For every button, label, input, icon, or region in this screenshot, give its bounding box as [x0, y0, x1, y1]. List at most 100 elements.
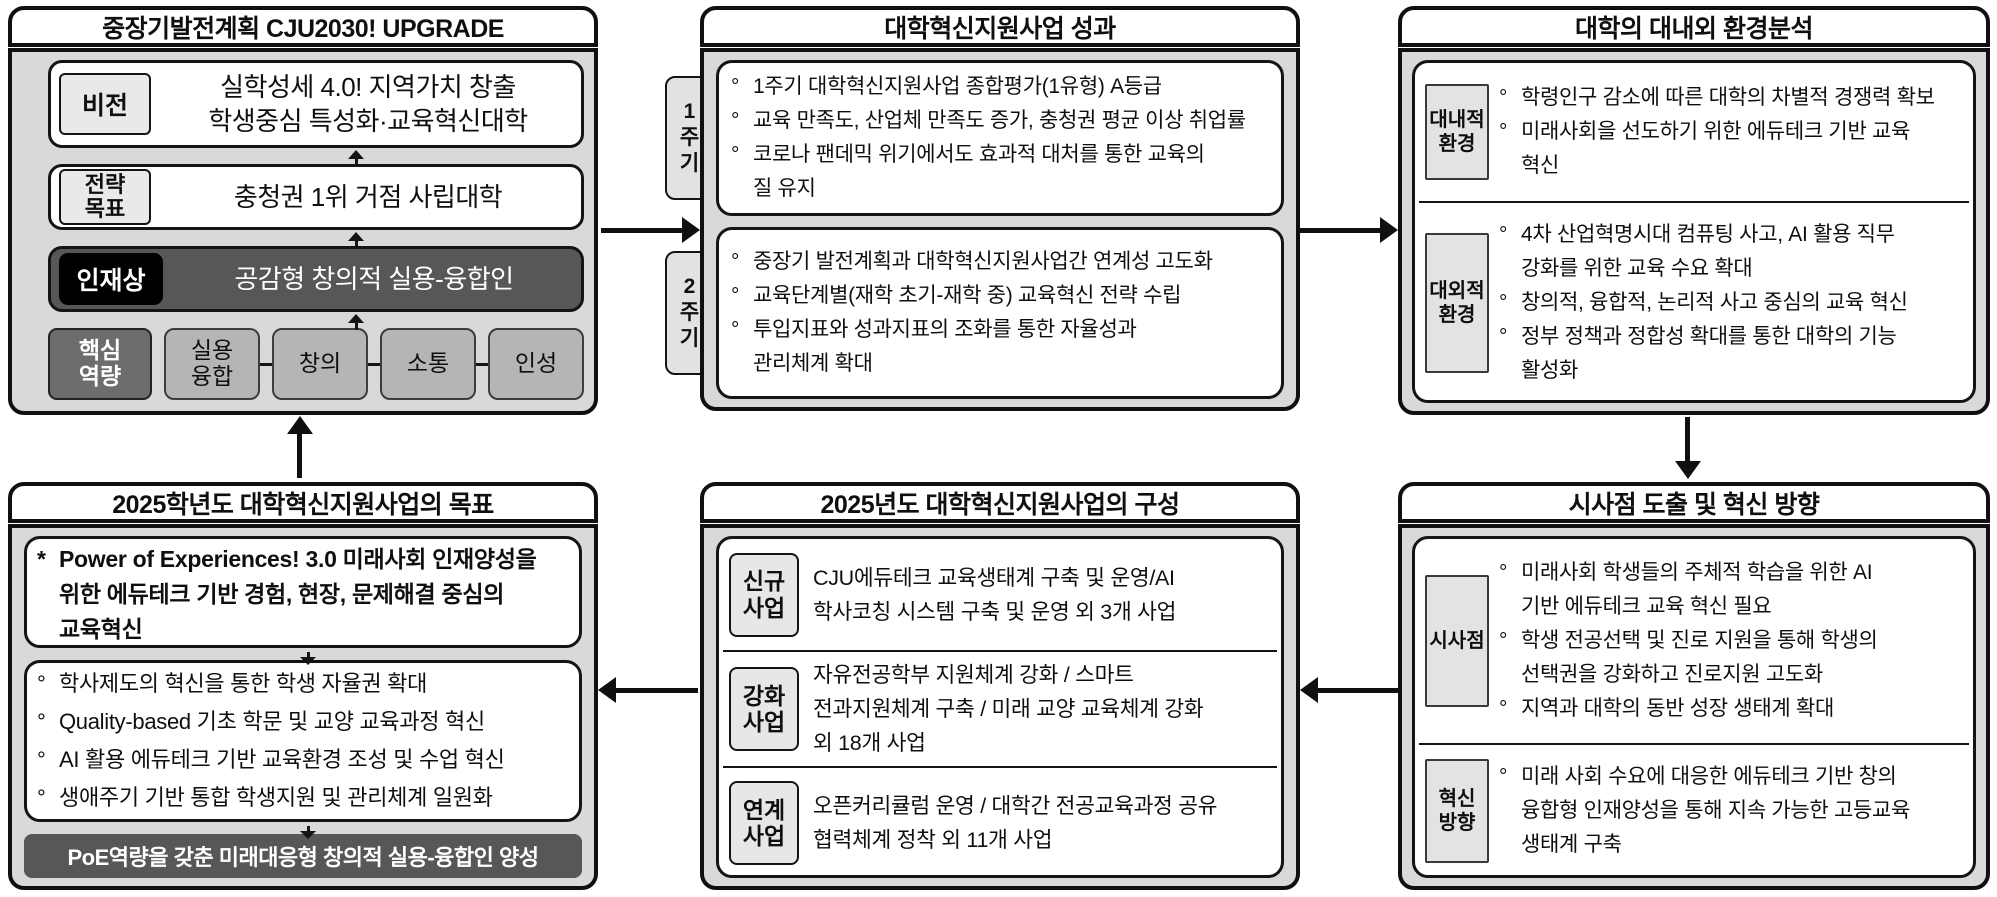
implications-box-body: 시사점 °미래사회 학생들의 주체적 학습을 위한 AI 기반 에듀테크 교육 … [1398, 524, 1990, 890]
strategic-goal-row: 전략 목표 충청권 1위 거점 사립대학 [48, 164, 584, 230]
linked-projects-text: 오픈커리큘럼 운영 / 대학간 전공교육과정 공유 협력체계 정착 외 11개 … [813, 794, 1218, 852]
bullet-marker: ° [1499, 223, 1508, 246]
vision-label: 비전 [59, 73, 151, 135]
bullet-marker: ° [731, 75, 740, 98]
list-item-text: 생애주기 기반 통합 학생지원 및 관리체계 일원화 [59, 785, 493, 810]
list-item-text: 교육 만족도, 산업체 만족도 증가, 충청권 평균 이상 취업률 [753, 109, 1246, 132]
list-item: °중장기 발전계획과 대학혁신지원사업간 연계성 고도화 [731, 245, 1269, 279]
plan-box-title: 중장기발전계획 CJU2030! UPGRADE [8, 6, 598, 47]
up-arrow-small-icon [348, 150, 364, 166]
competency-item: 창의 [272, 328, 368, 400]
goals-box-body: * Power of Experiences! 3.0 미래사회 인재양성을 위… [8, 524, 598, 890]
outcome-banner: PoE역량을 갖춘 미래대응형 창의적 실용-융합인 양성 [24, 834, 582, 878]
bullet-marker: ° [731, 143, 740, 166]
list-item-text: 투입지표와 성과지표의 조화를 통한 자율성과 관리체계 확대 [753, 318, 1137, 375]
implications-list: ° 미래사회 학생들의 주체적 학습을 위한 AI 기반 에듀테크 교육 혁신 필… [1499, 556, 1965, 726]
bullet-marker: ° [731, 109, 740, 132]
section-divider [723, 766, 1277, 768]
list-item-text: 학령인구 감소에 따른 대학의 차별적 경쟁력 확보 [1521, 86, 1935, 109]
list-item: ° 4차 산업혁명시대 컴퓨팅 사고, AI 활용 직무 강화를 위한 교육 수요… [1499, 218, 1965, 286]
list-item-text: 1주기 대학혁신지원사업 종합평가(1유형) A등급 [753, 75, 1162, 98]
cycle-1-section: ° 1주기 대학혁신지원사업 종합평가(1유형) A등급 ° 교육 만족도, 산업체… [716, 60, 1284, 216]
section-divider [723, 650, 1277, 652]
down-arrow-small-icon [300, 652, 316, 665]
list-item-text: 학사제도의 혁신을 통한 학생 자율권 확대 [59, 671, 428, 696]
linked-projects-section: 연계 사업 오픈커리큘럼 운영 / 대학간 전공교육과정 공유 협력체계 정착 … [719, 768, 1281, 878]
list-item-text: 교육단계별(재학 초기-재학 중) 교육혁신 전략 수립 [753, 284, 1182, 307]
composition-box-body: 신규 사업 CJU에듀테크 교육생태계 구축 및 운영/AI 학사코칭 시스템 … [700, 524, 1300, 890]
vision-row: 비전 실학성세 4.0! 지역가치 창출 학생중심 특성화·교육혁신대학 [48, 60, 584, 148]
strategic-goal-text: 충청권 1위 거점 사립대학 [233, 182, 503, 212]
bullet-marker: ° [37, 747, 46, 772]
bullet-marker: ° [37, 709, 46, 734]
environment-panel: 대내적 환경 ° 학령인구 감소에 따른 대학의 차별적 경쟁력 확보 ° 미래사회… [1412, 60, 1976, 403]
list-item-text: 창의적, 융합적, 논리적 사고 중심의 교육 혁신 [1521, 291, 1908, 314]
list-item: ° 미래사회 학생들의 주체적 학습을 위한 AI 기반 에듀테크 교육 혁신 필… [1499, 556, 1965, 624]
performance-box-body: ° 1주기 대학혁신지원사업 종합평가(1유형) A등급 ° 교육 만족도, 산업체… [700, 48, 1300, 411]
goals-box-title: 2025학년도 대학혁신지원사업의 목표 [8, 482, 598, 523]
list-item: °학사제도의 혁신을 통한 학생 자율권 확대 [37, 665, 569, 703]
environment-box-title: 대학의 대내외 환경분석 [1398, 6, 1990, 47]
list-item: ° 학령인구 감소에 따른 대학의 차별적 경쟁력 확보 [1499, 81, 1965, 115]
list-item: °투입지표와 성과지표의 조화를 통한 자율성과 관리체계 확대 [731, 313, 1269, 381]
bullet-marker: ° [1499, 120, 1508, 143]
talent-label: 인재상 [59, 253, 163, 305]
internal-environment-section: 대내적 환경 ° 학령인구 감소에 따른 대학의 차별적 경쟁력 확보 ° 미래사회… [1415, 63, 1973, 201]
list-item-text: AI 활용 에듀테크 기반 교육환경 조성 및 수업 혁신 [59, 747, 505, 772]
external-environment-label: 대외적 환경 [1425, 233, 1489, 373]
vision-text: 실학성세 4.0! 지역가치 창출 학생중심 특성화·교육혁신대학 [208, 72, 528, 136]
list-item-text: 정부 정책과 정합성 확대를 통한 대학의 기능 활성화 [1521, 325, 1897, 382]
down-arrow-small-icon [300, 826, 316, 839]
new-projects-section: 신규 사업 CJU에듀테크 교육생태계 구축 및 운영/AI 학사코칭 시스템 … [719, 539, 1281, 650]
internal-environment-list: ° 학령인구 감소에 따른 대학의 차별적 경쟁력 확보 ° 미래사회을 선도하기 … [1499, 81, 1965, 183]
star-marker: * [37, 546, 46, 572]
bullet-marker: ° [731, 250, 740, 273]
innovation-direction-list: °미래 사회 수요에 대응한 에듀테크 기반 창의 융합형 인재양성을 통해 지… [1499, 760, 1965, 862]
strengthened-projects-text: 자유전공학부 지원체계 강화 / 스마트 전과지원체계 구축 / 미래 교양 교… [813, 663, 1204, 755]
competency-item: 실용 융합 [164, 328, 260, 400]
environment-box-body: 대내적 환경 ° 학령인구 감소에 따른 대학의 차별적 경쟁력 확보 ° 미래사회… [1398, 48, 1990, 415]
list-item-text: 4차 산업혁명시대 컴퓨팅 사고, AI 활용 직무 강화를 위한 교육 수요 … [1521, 223, 1895, 280]
external-environment-section: 대외적 환경 ° 4차 산업혁명시대 컴퓨팅 사고, AI 활용 직무 강화를 위… [1415, 203, 1973, 403]
new-projects-label: 신규 사업 [729, 552, 799, 637]
list-item: ° 미래사회을 선도하기 위한 에듀테크 기반 교육 혁신 [1499, 115, 1965, 183]
linked-projects-label: 연계 사업 [729, 781, 799, 865]
goal-statement-text: Power of Experiences! 3.0 미래사회 인재양성을 위한 … [59, 546, 537, 642]
implications-panel: 시사점 °미래사회 학생들의 주체적 학습을 위한 AI 기반 에듀테크 교육 … [1412, 536, 1976, 878]
connector-line [476, 362, 488, 366]
section-divider [1419, 743, 1969, 745]
core-competency-row: 핵심 역량 실용 융합 창의 소통 인성 [48, 328, 584, 400]
list-item: ° AI 활용 에듀테크 기반 교육환경 조성 및 수업 혁신 [37, 741, 569, 779]
composition-panel: 신규 사업 CJU에듀테크 교육생태계 구축 및 운영/AI 학사코칭 시스템 … [716, 536, 1284, 878]
list-item: °코로나 팬데믹 위기에서도 효과적 대처를 통한 교육의 질 유지 [731, 138, 1269, 206]
performance-box-title: 대학혁신지원사업 성과 [700, 6, 1300, 47]
list-item: ° 1주기 대학혁신지원사업 종합평가(1유형) A등급 [731, 70, 1269, 104]
bullet-marker: ° [1499, 697, 1508, 720]
plan-box-body: 비전 실학성세 4.0! 지역가치 창출 학생중심 특성화·교육혁신대학 전략 … [8, 48, 598, 415]
list-item: ° 지역과 대학의 동반 성장 생태계 확대 [1499, 692, 1965, 726]
bullet-marker: ° [37, 785, 46, 810]
list-item: °정부 정책과 정합성 확대를 통한 대학의 기능 활성화 [1499, 320, 1965, 388]
bullet-marker: ° [1499, 86, 1508, 109]
internal-environment-label: 대내적 환경 [1425, 84, 1489, 180]
list-item: °Quality-based 기초 학문 및 교양 교육과정 혁신 [37, 703, 569, 741]
bullet-marker: ° [1499, 291, 1508, 314]
innovation-direction-section: 혁신 방향 °미래 사회 수요에 대응한 에듀테크 기반 창의 융합형 인재양성… [1415, 745, 1973, 877]
composition-box-title: 2025년도 대학혁신지원사업의 구성 [700, 482, 1300, 523]
implications-section: 시사점 °미래사회 학생들의 주체적 학습을 위한 AI 기반 에듀테크 교육 … [1415, 539, 1973, 743]
competency-item: 소통 [380, 328, 476, 400]
list-item-text: 미래사회을 선도하기 위한 에듀테크 기반 교육 혁신 [1521, 120, 1911, 177]
bullet-marker: ° [1499, 629, 1508, 652]
bullet-marker: ° [1499, 561, 1508, 584]
core-competency-label: 핵심 역량 [48, 328, 152, 400]
innovation-direction-label: 혁신 방향 [1425, 759, 1489, 863]
up-arrow-small-icon [348, 232, 364, 248]
list-item: °교육단계별(재학 초기-재학 중) 교육혁신 전략 수립 [731, 279, 1269, 313]
implications-box-title: 시사점 도출 및 혁신 방향 [1398, 482, 1990, 523]
list-item-text: 미래 사회 수요에 대응한 에듀테크 기반 창의 융합형 인재양성을 통해 지속… [1521, 765, 1911, 856]
list-item-text: 지역과 대학의 동반 성장 생태계 확대 [1521, 697, 1834, 720]
list-item: ° 교육 만족도, 산업체 만족도 증가, 충청권 평균 이상 취업률 [731, 104, 1269, 138]
competency-item: 인성 [488, 328, 584, 400]
list-item-text: 미래사회 학생들의 주체적 학습을 위한 AI 기반 에듀테크 교육 혁신 필요 [1521, 561, 1873, 618]
